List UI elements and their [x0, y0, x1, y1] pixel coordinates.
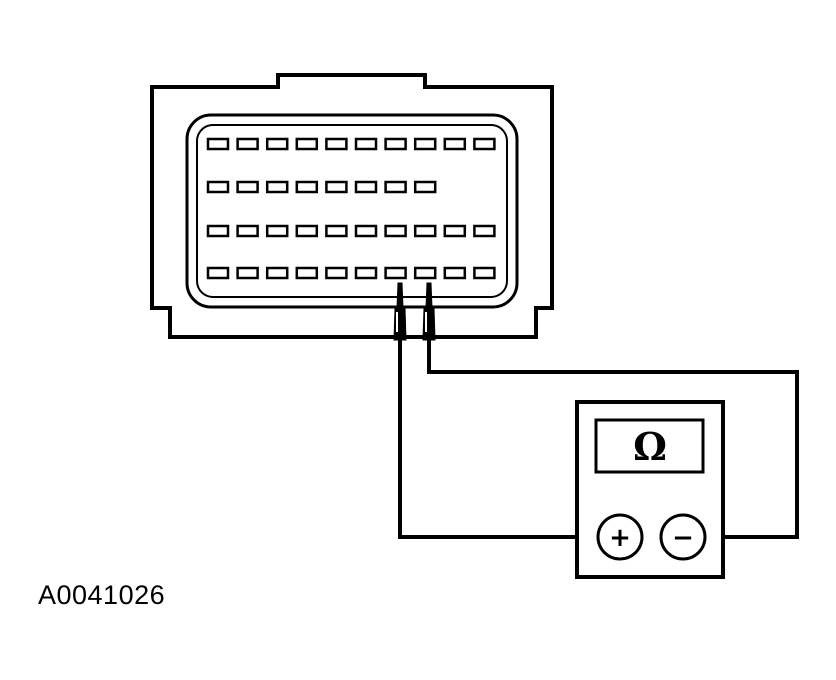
positive-terminal: [596, 513, 644, 561]
pin-cavity-r1-p4: [295, 137, 319, 151]
negative-probe: [422, 282, 436, 341]
pin-cavity-r4-p5: [325, 266, 348, 280]
pin-cavity-r3-p7: [384, 224, 407, 238]
connector-face-inner: [196, 124, 508, 298]
pin-cavity-r3-p2: [236, 224, 259, 238]
pin-cavity-r1-p3: [265, 137, 289, 151]
pin-cavity-r2-p1: [206, 180, 230, 194]
pin-cavity-r4-p10: [473, 266, 496, 280]
ohm-symbol: Ω: [633, 424, 667, 469]
pin-cavity-r4-p7: [384, 266, 407, 280]
positive-terminal-label: +: [609, 523, 631, 553]
pin-cavity-r1-p8: [413, 137, 437, 151]
pin-cavity-r4-p1: [206, 266, 230, 280]
figure-id-label: A0041026: [38, 580, 166, 610]
pin-cavity-r4-p6: [354, 266, 378, 280]
pin-cavity-r4-p2: [236, 266, 259, 280]
pin-cavity-r1-p2: [236, 137, 259, 151]
pin-cavity-r1-p5: [325, 137, 348, 151]
pin-cavity-r3-p9: [443, 224, 467, 238]
positive-probe: [393, 282, 407, 341]
pin-cavity-r1-p9: [443, 137, 467, 151]
pin-cavity-r1-p7: [384, 137, 407, 151]
pin-cavity-r1-p10: [473, 137, 496, 151]
negative-terminal-label: −: [672, 523, 694, 553]
connector-pins: [206, 137, 496, 280]
pin-cavity-r3-p4: [295, 224, 319, 238]
pin-cavity-r4-p8: [413, 266, 437, 280]
pin-cavity-r3-p3: [265, 224, 289, 238]
pin-cavity-r3-p6: [354, 224, 378, 238]
pin-cavity-r2-p4: [295, 180, 319, 194]
pin-cavity-r2-p5: [325, 180, 348, 194]
connector-face-outer: [185, 113, 519, 309]
pin-cavity-r3-p1: [206, 224, 230, 238]
pin-cavity-r2-p3: [265, 180, 289, 194]
pin-cavity-r2-p6: [354, 180, 378, 194]
pin-cavity-r4-p9: [443, 266, 467, 280]
negative-wire: [427, 340, 799, 539]
pin-cavity-r2-p8: [413, 180, 437, 194]
connector-housing: [150, 73, 554, 339]
ohmmeter-display: [594, 418, 705, 474]
pin-cavity-r2-p7: [384, 180, 407, 194]
pin-cavity-r4-p4: [295, 266, 319, 280]
negative-terminal: [659, 513, 707, 561]
pin-cavity-r2-p2: [236, 180, 259, 194]
pin-cavity-r4-p3: [265, 266, 289, 280]
pin-cavity-r3-p5: [325, 224, 348, 238]
pin-cavity-r3-p10: [473, 224, 496, 238]
positive-wire: [398, 340, 597, 539]
pin-cavity-r1-p1: [206, 137, 230, 151]
pin-cavity-r1-p6: [354, 137, 378, 151]
pin-cavity-r3-p8: [413, 224, 437, 238]
